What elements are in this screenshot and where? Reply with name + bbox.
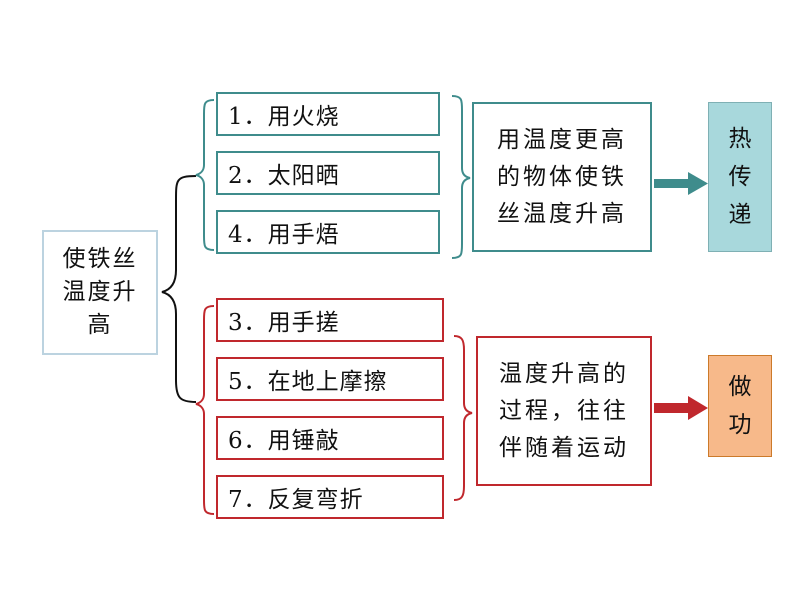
root-box: 使铁丝 温度升 高 [42, 230, 158, 355]
heat-left-brace [195, 99, 215, 251]
heat-item-label: 4．用手焐 [228, 222, 340, 248]
heat-reason-box: 用温度更高 的物体使铁 丝温度升高 [472, 102, 652, 252]
heat-item-1: 1．用火烧 [216, 92, 440, 136]
heat-reason-line: 用温度更高 [497, 126, 627, 153]
heat-item-label: 2．太阳晒 [228, 163, 340, 189]
work-reason-line: 伴随着运动 [499, 434, 629, 461]
heat-item-label: 1．用火烧 [228, 104, 340, 130]
heat-item-2: 2．太阳晒 [216, 151, 440, 195]
heat-right-brace [451, 95, 471, 259]
work-reason-line: 过程，往往 [499, 397, 629, 424]
work-right-brace [453, 335, 473, 501]
work-item-5: 5．在地上摩擦 [216, 357, 444, 401]
heat-transfer-result: 热 传 递 [708, 102, 772, 252]
heat-arrow [654, 172, 708, 195]
work-result: 做 功 [708, 355, 772, 457]
root-line: 温度升 [62, 279, 138, 305]
work-result-char: 做 [728, 374, 752, 400]
work-item-label: 6．用锤敲 [228, 428, 340, 454]
work-item-6: 6．用锤敲 [216, 416, 444, 460]
work-left-brace [195, 305, 215, 515]
work-reason-line: 温度升高的 [499, 360, 629, 387]
root-line: 高 [87, 312, 113, 338]
heat-result-char: 热 [728, 126, 752, 152]
heat-item-4: 4．用手焐 [216, 210, 440, 254]
work-item-3: 3．用手搓 [216, 298, 444, 342]
work-reason-box: 温度升高的 过程，往往 伴随着运动 [476, 336, 652, 486]
root-brace [161, 175, 197, 403]
work-item-label: 5．在地上摩擦 [228, 369, 388, 395]
heat-reason-line: 丝温度升高 [497, 200, 627, 227]
root-line: 使铁丝 [62, 246, 138, 272]
heat-result-char: 传 [728, 164, 752, 190]
work-item-label: 7．反复弯折 [228, 487, 364, 513]
work-arrow [654, 396, 708, 420]
work-item-label: 3．用手搓 [228, 310, 340, 336]
work-item-7: 7．反复弯折 [216, 475, 444, 519]
heat-result-char: 递 [728, 202, 752, 228]
work-result-char: 功 [728, 412, 752, 438]
heat-reason-line: 的物体使铁 [497, 163, 627, 190]
